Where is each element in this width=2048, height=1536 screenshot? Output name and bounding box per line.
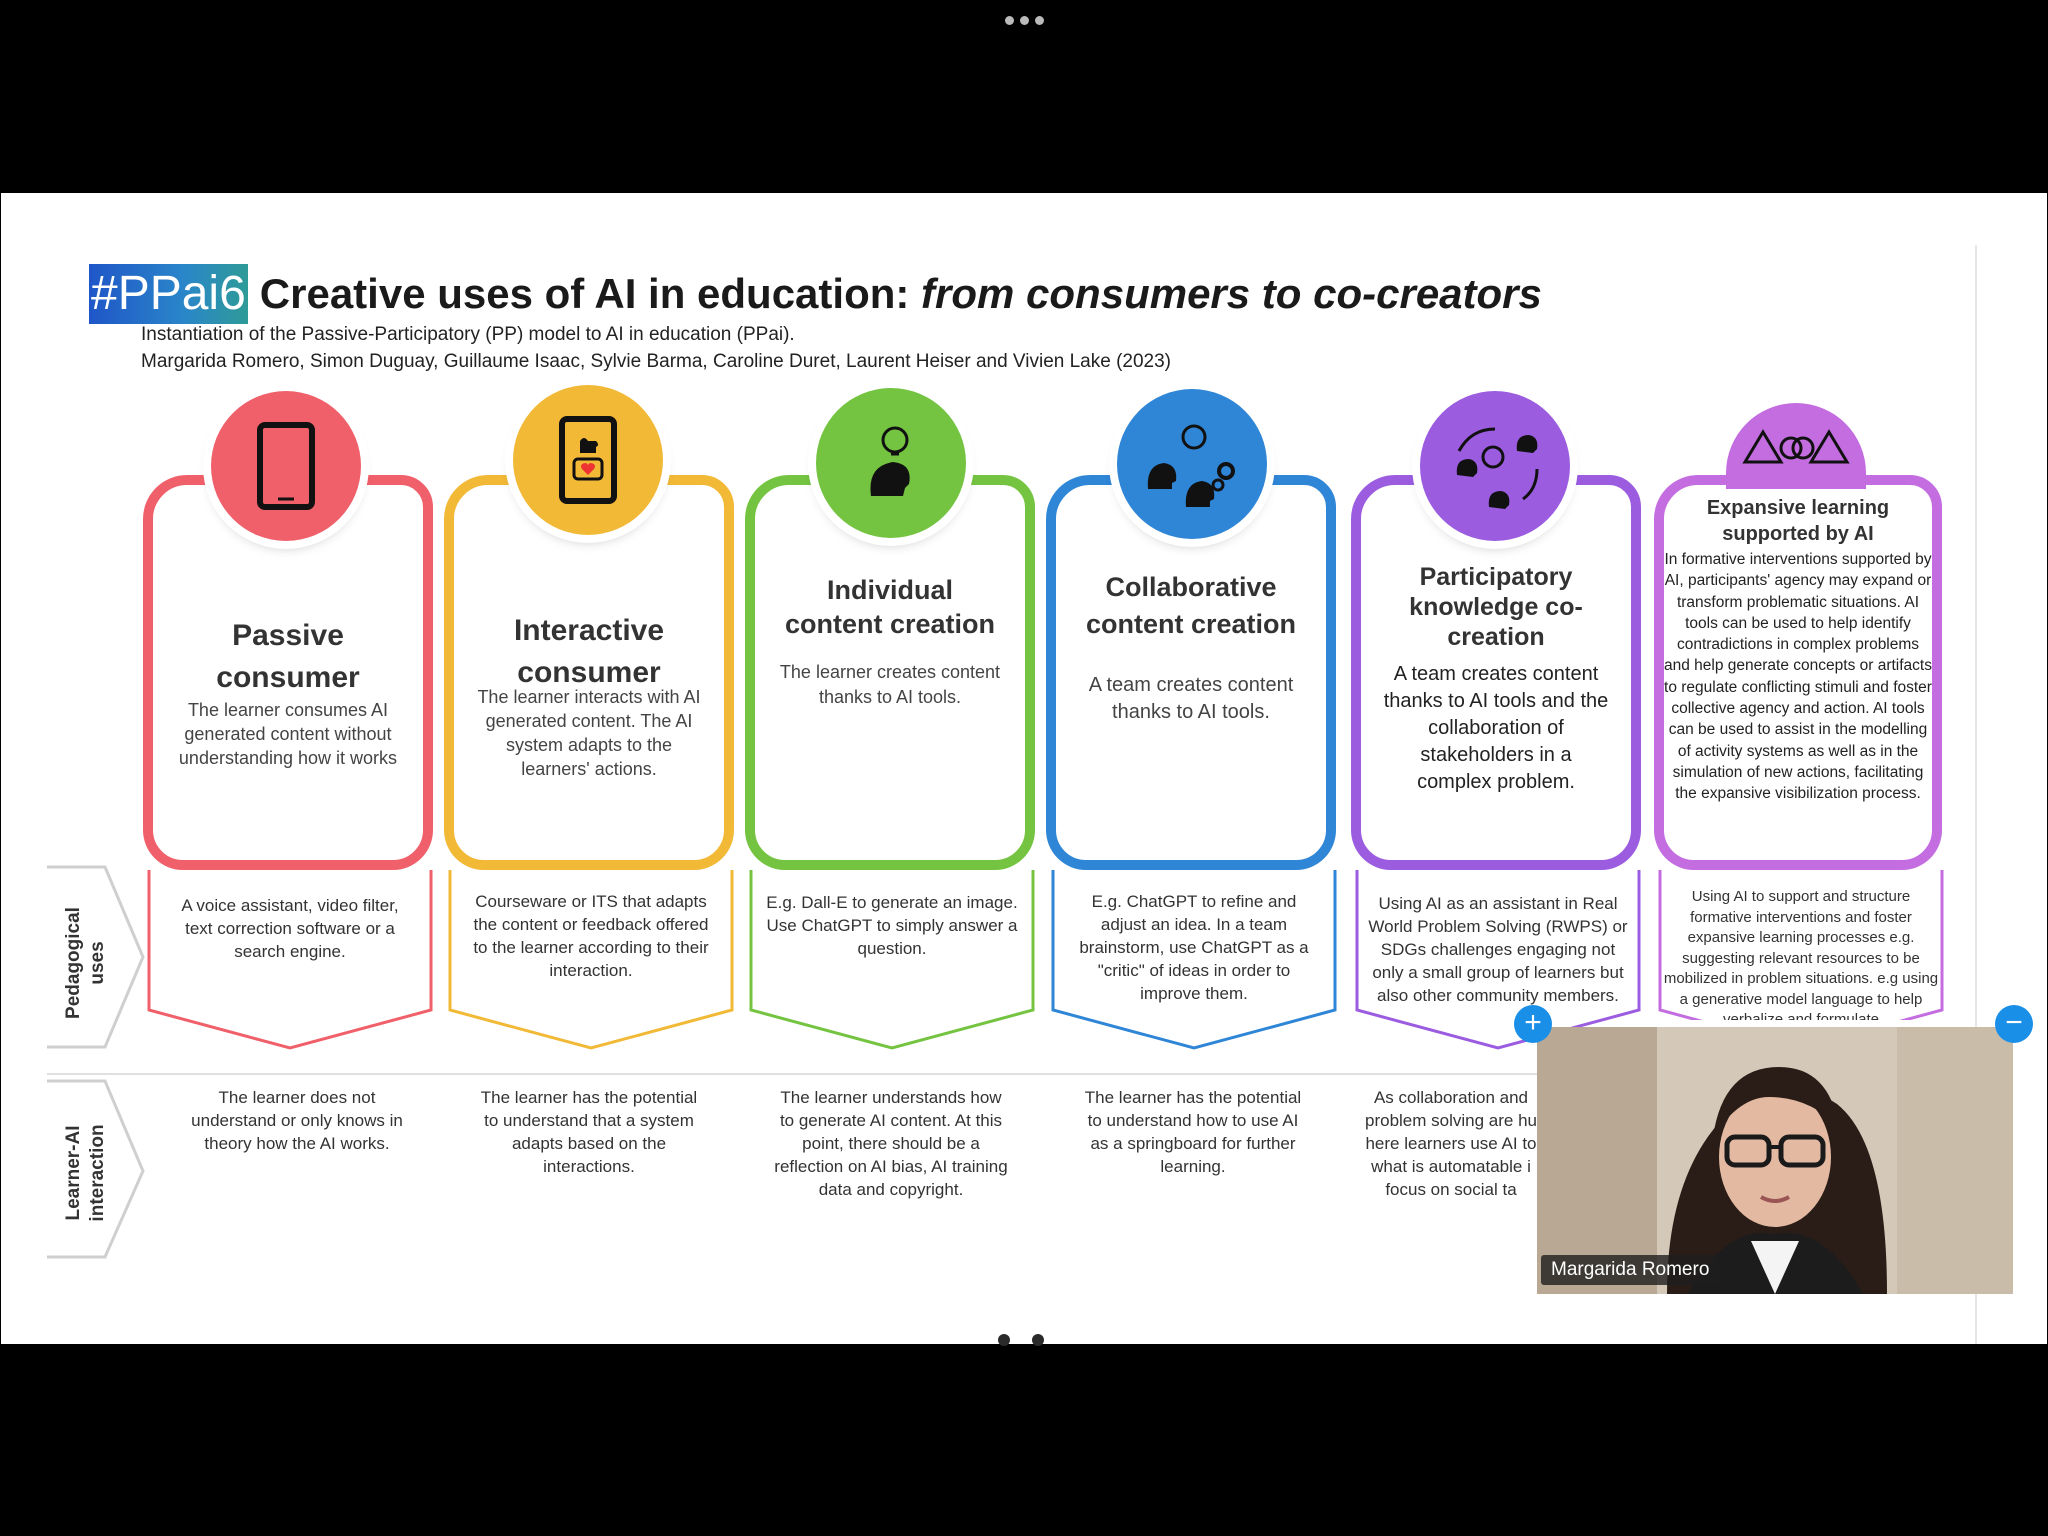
card-collaborative-content: Collaborative content creation A team cr… xyxy=(1046,475,1336,870)
circle-collaborative xyxy=(1117,389,1267,539)
circle-participatory xyxy=(1420,391,1570,541)
pedagogical-text: Using AI as an assistant in Real World P… xyxy=(1368,894,1628,1005)
title-main: Creative uses of AI in education: xyxy=(259,270,922,317)
card-title: Passive consumer xyxy=(153,615,423,699)
learner-ai-line: here learners use AI to xyxy=(1365,1134,1537,1153)
slide-edge xyxy=(1975,245,1977,1344)
card-title-line: supported by AI xyxy=(1722,523,1874,545)
pedagogical-label-line: uses xyxy=(87,941,108,985)
learner-ai-label: Learner-AI interaction xyxy=(62,1108,110,1238)
learner-ai-cell-4: The learner has the potential to underst… xyxy=(1084,1088,1302,1176)
phone-like-icon xyxy=(559,416,617,504)
title-italic: from consumers to co-creators xyxy=(921,270,1542,317)
card-title-line: Collaborative xyxy=(1105,572,1277,602)
circle-passive xyxy=(211,391,361,541)
pedagogical-cell-4: E.g. ChatGPT to refine and adjust an ide… xyxy=(1051,870,1337,1050)
learner-ai-label-line: interaction xyxy=(87,1124,108,1222)
pedagogical-cell-1: A voice assistant, video filter, text co… xyxy=(147,870,433,1050)
card-title-line: Passive xyxy=(232,619,344,652)
pedagogical-label: Pedagogical uses xyxy=(62,898,110,1028)
pedagogical-text: Courseware or ITS that adapts the conten… xyxy=(473,892,709,980)
pedagogical-cell-2: Courseware or ITS that adapts the conten… xyxy=(448,870,734,1050)
card-title: Participatory knowledge co- creation xyxy=(1361,562,1631,652)
learner-ai-arrow xyxy=(47,1079,145,1259)
triangles-icon xyxy=(1742,429,1850,464)
card-description: The learner creates content thanks to AI… xyxy=(779,662,1001,707)
learner-ai-line: problem solving are hu xyxy=(1365,1111,1537,1130)
card-title: Interactive consumer xyxy=(454,610,724,694)
card-expansive-learning: Expansive learning supported by AI In fo… xyxy=(1654,475,1942,870)
add-button[interactable]: + xyxy=(1514,1005,1552,1043)
pedagogical-label-line: Pedagogical xyxy=(63,907,84,1019)
learner-ai-cell-1: The learner does not understand or only … xyxy=(191,1088,403,1153)
pedagogical-text: E.g. ChatGPT to refine and adjust an ide… xyxy=(1079,892,1309,1003)
participant-avatar xyxy=(1537,1027,2013,1294)
card-individual-content: Individual content creation The learner … xyxy=(745,475,1035,870)
minimize-button[interactable]: − xyxy=(1995,1005,2033,1043)
card-title-line: content creation xyxy=(1085,609,1297,639)
subtitle-authors: Margarida Romero, Simon Duguay, Guillaum… xyxy=(141,351,1172,372)
card-title-line: consumer xyxy=(216,661,360,694)
card-title: Collaborative content creation xyxy=(1056,569,1326,643)
card-description: In formative interventions supported by … xyxy=(1664,551,1932,803)
learner-ai-line: focus on social ta xyxy=(1385,1180,1517,1199)
presentation-slide: #PPai6 Creative uses of AI in education:… xyxy=(1,193,2047,1344)
pedagogical-arrow xyxy=(47,865,145,1049)
card-title-line: creation xyxy=(1447,623,1545,651)
card-title-line: knowledge co- xyxy=(1409,593,1583,621)
card-title-line: Expansive learning xyxy=(1706,497,1890,519)
card-description: The learner interacts with AI generated … xyxy=(477,687,701,779)
pedagogical-cell-3: E.g. Dall-E to generate an image. Use Ch… xyxy=(749,870,1035,1050)
card-description: A team creates content thanks to AI tool… xyxy=(1383,663,1609,793)
row-divider xyxy=(47,1073,1587,1075)
pedagogical-text: A voice assistant, video filter, text co… xyxy=(181,896,399,961)
circle-interactive xyxy=(513,385,663,535)
learner-ai-cell-5: As collaboration and problem solving are… xyxy=(1351,1086,1551,1201)
pedagogical-text: E.g. Dall-E to generate an image. Use Ch… xyxy=(766,893,1018,958)
participatory-cycle-icon xyxy=(1456,427,1539,509)
subtitle-model: Instantiation of the Passive-Participato… xyxy=(141,324,795,345)
learner-ai-line: what is automatable i xyxy=(1371,1157,1531,1176)
pedagogical-text: Using AI to support and structure format… xyxy=(1663,888,1939,1020)
card-title: Expansive learning supported by AI xyxy=(1664,495,1932,547)
card-title-line: consumer xyxy=(517,656,661,689)
learner-ai-cell-2: The learner has the potential to underst… xyxy=(480,1088,698,1176)
card-participatory-knowledge: Participatory knowledge co- creation A t… xyxy=(1351,475,1641,870)
hashtag-label: #PPai6 xyxy=(89,264,248,324)
pedagogical-cell-6: Using AI to support and structure format… xyxy=(1658,870,1944,1020)
page-indicator[interactable] xyxy=(998,1334,1044,1346)
card-title-line: Interactive xyxy=(513,614,665,647)
slide-title: Creative uses of AI in education: from c… xyxy=(260,270,1542,318)
card-description: A team creates content thanks to AI tool… xyxy=(1088,674,1294,723)
circle-expansive xyxy=(1726,403,1866,489)
tablet-icon xyxy=(257,422,315,510)
slide-title-row: #PPai6 Creative uses of AI in education:… xyxy=(89,264,1542,324)
card-title: Individual content creation xyxy=(755,573,1025,641)
head-lightbulb-icon xyxy=(870,426,910,496)
window-menu-dots[interactable] xyxy=(1000,12,1048,28)
circle-individual xyxy=(816,388,966,538)
team-lightbulb-icon xyxy=(1147,424,1235,507)
learner-ai-line: As collaboration and xyxy=(1373,1088,1529,1107)
learner-ai-cell-3: The learner understands how to generate … xyxy=(774,1088,1008,1199)
card-title-line: Participatory xyxy=(1419,563,1573,591)
card-interactive-consumer: Interactive consumer The learner interac… xyxy=(444,475,734,870)
card-title-line: content creation xyxy=(784,609,996,639)
pedagogical-cell-5: Using AI as an assistant in Real World P… xyxy=(1355,870,1641,1050)
participant-name-label: Margarida Romero xyxy=(1541,1255,1720,1285)
learner-ai-label-line: Learner-AI xyxy=(63,1125,84,1221)
card-title-line: Individual xyxy=(826,575,953,605)
card-description: The learner consumes AI generated conten… xyxy=(178,700,398,768)
participant-video[interactable] xyxy=(1537,1027,2013,1294)
